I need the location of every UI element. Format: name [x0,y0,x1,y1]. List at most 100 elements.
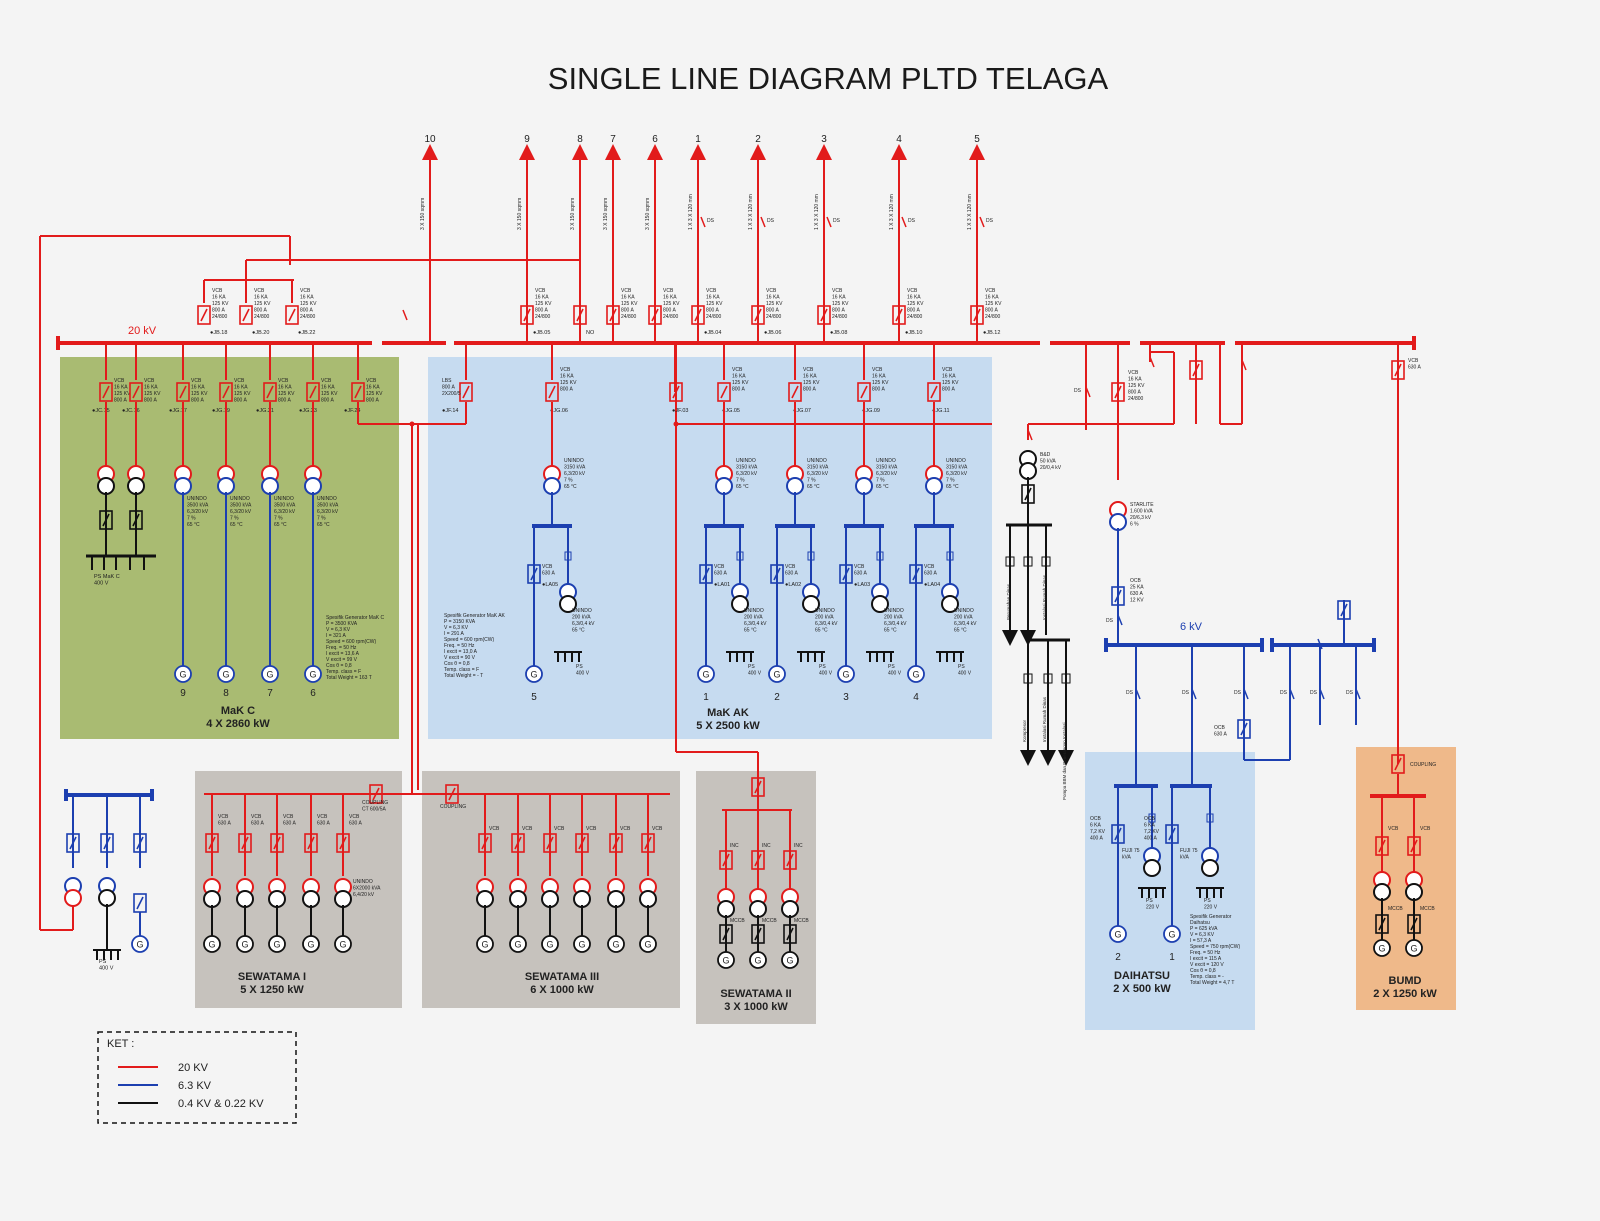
daihatsu-ocb-spec-line: 7,2 KV [1144,829,1160,835]
breaker-contact [1394,757,1402,771]
feeder: 103 X 150 sqmm [420,134,438,343]
generator-circle [261,665,279,683]
feeder-breaker-spec-line: 24/800 [832,314,848,320]
daihatsu-ps-label-line: PS [1146,898,1153,904]
mak-c-gen-spec-line: Speed = 600 rpm(CW) [326,639,376,645]
bus-6kv-label: 6 kV [1180,621,1203,633]
aux-transformer-spec-line: 200 kVA [572,615,591,621]
breaker-box [459,382,473,402]
feeder-disconnect [901,216,907,228]
ds-label: DS [833,218,841,224]
transformer-secondary [781,900,799,918]
mak-ak-transformer-spec-line: 3150 kVA [736,465,758,471]
mak-c-transformer-spec-line: UNINDO [317,496,337,502]
feeder-breaker-spec-line: VCB [985,288,996,294]
fuji-spec-line: kVA [1180,855,1189,861]
breaker-box [1375,914,1389,934]
generator-symbol: G [530,670,537,680]
breaker-box [751,305,765,325]
breaker-contact [1168,827,1176,841]
breaker-contact [530,567,538,581]
starlite-breaker [1111,382,1125,402]
mak-ak-gen-spec-line: V = 6,3 KV [444,625,469,631]
breaker-box [351,382,365,402]
mak-c-breaker-spec-line: 16 KA [366,385,380,391]
generator-circle [1373,939,1391,957]
ds-label: DS [1280,690,1288,696]
ocb-breaker [1165,824,1179,844]
generator-circle [174,665,192,683]
mak-c-gen-spec-line: Temp. class = F [326,669,361,675]
transformer-secondary [715,477,733,495]
generator-symbol: G [578,940,585,950]
aux-transformer-spec-line: 65 °C [744,628,757,634]
generator-symbol: G [1168,930,1175,940]
transformer-secondary [217,477,235,495]
aux-transformer-spec-line: 65 °C [815,628,828,634]
mak-c-breaker-spec-line: 125 KV [144,391,161,397]
sewatama-generator: G [334,935,352,953]
ds-switch [1241,359,1247,371]
mak-ak-gen-number: 1 [703,692,709,703]
sewatama-breaker-spec: VCB [489,826,500,832]
breaker-box [1111,586,1125,606]
ds-switch [1027,429,1033,441]
sewatama-generator: G [781,951,799,969]
breaker-contact [339,836,347,850]
gen-breaker-spec-line: 630 A [542,571,555,577]
aux-transformer-spec-line: 200 kVA [884,615,903,621]
mak-ak-breaker-code: ●JF.03 [672,408,688,414]
switch-blade [1289,688,1295,700]
feeder-breaker [892,305,906,325]
mak-c-gen-spec-line: I excit = 13,6 A [326,651,360,657]
mak-ak-transformer-spec-line: UNINDO [807,458,827,464]
transformer-secondary [1143,859,1161,877]
breaker-box [1189,360,1203,380]
generator-circle [717,951,735,969]
mak-ak-breaker-spec-line: 16 KA [803,374,817,380]
fuji-transformer [1143,847,1161,877]
feeder-breaker-spec-line: 24/800 [300,314,316,320]
legend-item-low: 0.4 KV & 0.22 KV [178,1098,264,1110]
breaker-box [478,833,492,853]
daihatsu-ocb-spec-line: 6 KA [1090,823,1102,829]
generator-symbol: G [208,940,215,950]
mak-ak-breaker-spec-line: 800 A [872,387,885,393]
sewatama-generator: G [717,951,735,969]
inc-breaker [783,850,797,870]
aux-transformer-spec-line: 65 °C [954,628,967,634]
breaker-box [717,382,731,402]
mak-ak-breaker-code: ●JG.11 [932,408,950,414]
switch-blade [1117,614,1123,626]
mak-c-gen-spec-line: V excit = 99 V [326,657,358,663]
aux-transformer-spec-line: 6,3/0,4 kV [954,621,977,627]
feeder-breaker-spec-line: 125 KV [985,301,1002,307]
breaker-contact [136,836,144,850]
feeder-breaker-spec-line: 16 KA [300,295,314,301]
ps-label-line: 400 V [748,671,762,677]
inc-breaker [751,850,765,870]
mak-ak-breaker-spec-line: 800 A [560,387,573,393]
starlite-breaker-spec-line: 24/800 [1128,396,1144,402]
feeder-breaker-spec-line: 24/800 [663,314,679,320]
sewatama-breaker [478,833,492,853]
breaker-contact [895,308,903,322]
sewatama-breaker [304,833,318,853]
daihatsu-ps-label-line: PS [1204,898,1211,904]
sewatama-breaker-spec-line: 630 A [218,821,231,827]
ps-ground [1138,887,1166,898]
fuse [1041,556,1051,567]
lbs-spec-line: 2X200/5 [442,391,461,397]
feeder-breaker [197,305,211,325]
ds-label: DS [1074,388,1082,394]
sewatama-breaker-spec-line: VCB [283,814,294,820]
